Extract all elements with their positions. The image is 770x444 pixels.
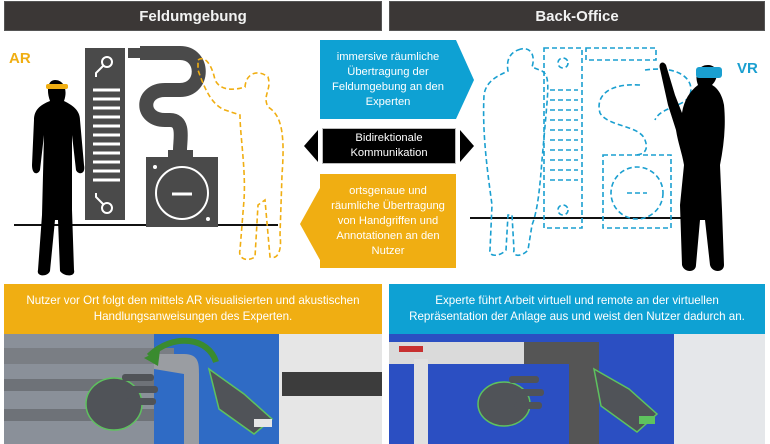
caption-office-text: Experte führt Arbeit virtuell und remote… xyxy=(409,294,745,323)
office-illustration xyxy=(470,47,725,271)
vr-label: VR xyxy=(737,60,758,77)
machine-pump-icon xyxy=(146,150,218,227)
flow-box-to-user-text: ortsgenaue und räumliche Übertragung von… xyxy=(331,184,445,257)
ar-label: AR xyxy=(9,50,31,67)
pipe xyxy=(389,342,539,364)
arrow-left-icon xyxy=(304,130,318,162)
field-illustration xyxy=(14,46,284,276)
virtual-machine-outline xyxy=(543,47,692,229)
field-worker-silhouette xyxy=(32,80,85,276)
header-feldumgebung-label: Feldumgebung xyxy=(139,7,247,25)
arrow-right-icon xyxy=(460,130,474,162)
flow-box-bidirectional: Bidirektionale Kommunikation xyxy=(322,128,456,164)
machine-hose-icon xyxy=(139,46,206,151)
vr-office-render xyxy=(389,334,765,444)
machine-panel-icon xyxy=(85,48,148,220)
pipe xyxy=(282,372,382,396)
flow-box-bidirectional-text: Bidirektionale Kommunikation xyxy=(350,132,428,159)
caption-office: Experte führt Arbeit virtuell und remote… xyxy=(389,284,765,334)
header-back-office-label: Back-Office xyxy=(535,7,619,25)
virtual-glove-right xyxy=(207,367,274,435)
header-feldumgebung: Feldumgebung xyxy=(4,1,382,31)
flow-box-to-expert-text: immersive räumliche Übertragung der Feld… xyxy=(332,50,444,108)
vr-headset-icon xyxy=(696,67,722,78)
virtual-glove-right xyxy=(592,367,659,433)
ar-field-photo xyxy=(4,334,382,444)
virtual-glove-left xyxy=(85,374,158,431)
caption-field: Nutzer vor Ort folgt den mittels AR visu… xyxy=(4,284,382,334)
flow-box-to-user: ortsgenaue und räumliche Übertragung von… xyxy=(320,174,456,268)
ar-glasses-icon xyxy=(46,84,68,89)
flow-box-to-expert: immersive räumliche Übertragung der Feld… xyxy=(320,40,456,119)
rotate-arrow-icon xyxy=(146,337,219,364)
arrow-right-icon xyxy=(456,40,474,119)
caption-field-text: Nutzer vor Ort folgt den mittels AR visu… xyxy=(26,294,360,323)
expert-vr-silhouette xyxy=(659,62,725,271)
virtual-glove-left xyxy=(477,376,544,427)
arrow-left-icon xyxy=(300,188,320,260)
header-back-office: Back-Office xyxy=(389,1,765,31)
virtual-worker-outline xyxy=(482,48,549,257)
virtual-expert-outline xyxy=(197,58,284,261)
